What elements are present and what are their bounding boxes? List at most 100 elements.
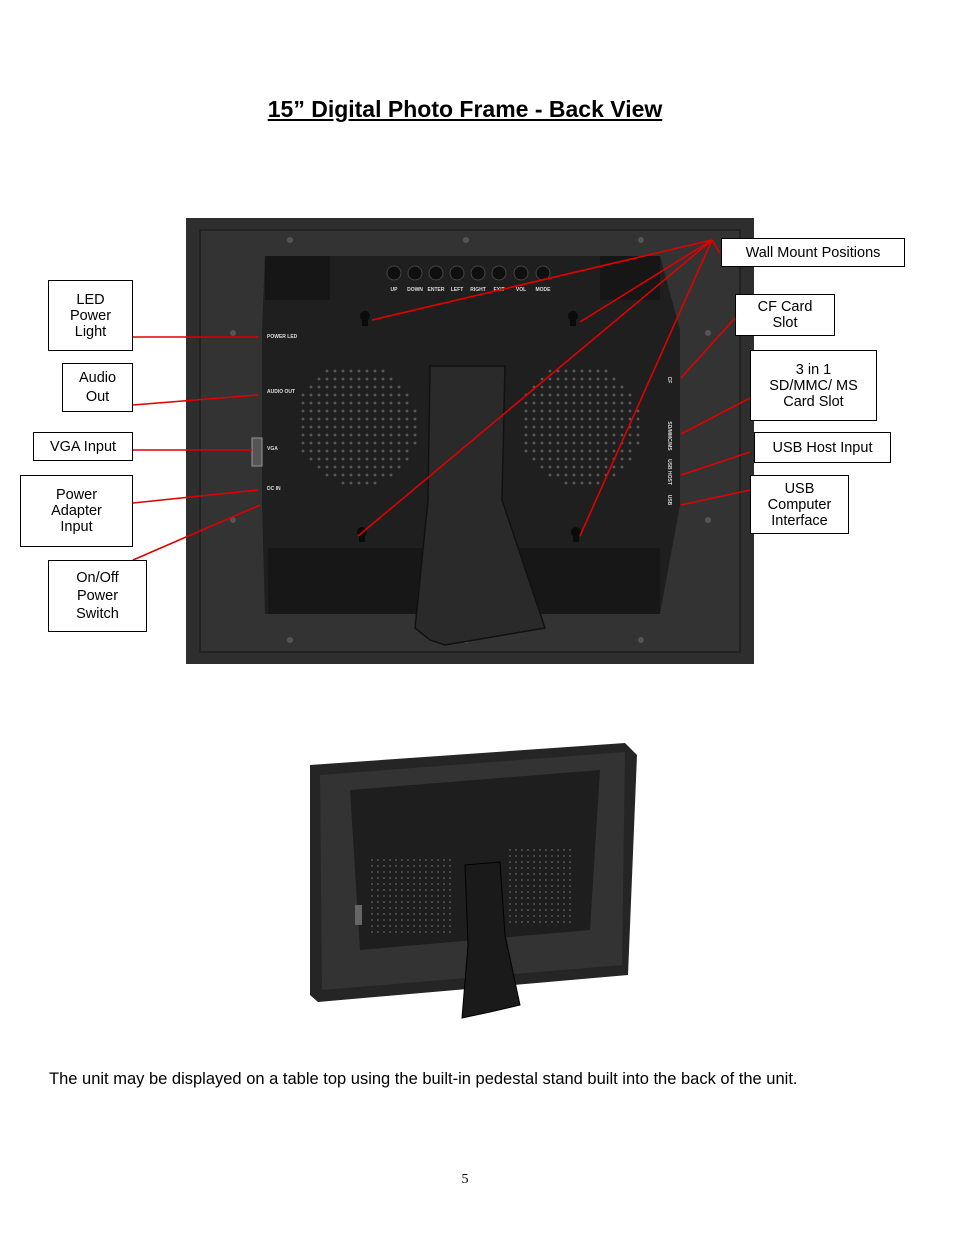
grille-hole (515, 879, 517, 881)
grille-hole (588, 433, 592, 437)
grille-hole (596, 481, 600, 485)
grille-hole (419, 883, 421, 885)
grille-hole (389, 465, 393, 469)
grille-hole (371, 913, 373, 915)
grille-hole (443, 919, 445, 921)
grille-hole (365, 449, 369, 453)
grille-hole (509, 861, 511, 863)
grille-hole (357, 377, 361, 381)
grille-hole (612, 441, 616, 445)
grille-hole (539, 897, 541, 899)
grille-hole (515, 909, 517, 911)
callout-audio-out: Audio Out (62, 363, 133, 412)
grille-hole (628, 433, 632, 437)
grille-hole (383, 871, 385, 873)
grille-hole (515, 885, 517, 887)
grille-hole (509, 915, 511, 917)
grille-hole (548, 409, 552, 413)
grille-hole (407, 919, 409, 921)
grille-hole (341, 393, 345, 397)
callout-led-power-light: LED Power Light (48, 280, 133, 351)
grille-hole (557, 873, 559, 875)
grille-hole (357, 473, 361, 477)
grille-hole (349, 385, 353, 389)
grille-hole (588, 425, 592, 429)
grille-hole (341, 417, 345, 421)
grille-hole (521, 891, 523, 893)
grille-hole (413, 895, 415, 897)
callout-wall-mount-positions: Wall Mount Positions (721, 238, 905, 267)
grille-hole (383, 925, 385, 927)
grille-hole (515, 903, 517, 905)
grille-hole (431, 907, 433, 909)
grille-hole (515, 915, 517, 917)
grille-hole (569, 885, 571, 887)
grille-hole (317, 441, 321, 445)
grille-hole (309, 441, 313, 445)
grille-hole (572, 409, 576, 413)
grille-hole (333, 473, 337, 477)
grille-hole (365, 385, 369, 389)
grille-hole (572, 369, 576, 373)
grille-hole (443, 931, 445, 933)
grille-hole (548, 465, 552, 469)
grille-hole (373, 401, 377, 405)
grille-hole (532, 409, 536, 413)
grille-hole (557, 891, 559, 893)
grille-hole (569, 867, 571, 869)
grille-hole (341, 369, 345, 373)
grille-hole (365, 369, 369, 373)
speaker-grille-right (524, 369, 640, 485)
grille-hole (596, 393, 600, 397)
grille-hole (407, 877, 409, 879)
grille-hole (604, 441, 608, 445)
grille-hole (572, 433, 576, 437)
grille-hole (588, 409, 592, 413)
grille-hole (572, 473, 576, 477)
grille-hole (551, 903, 553, 905)
grille-hole (628, 417, 632, 421)
grille-hole (371, 925, 373, 927)
grille-hole (604, 449, 608, 453)
grille-hole (371, 877, 373, 879)
callout-onoff-power-switch: On/Off Power Switch (48, 560, 147, 632)
grille-hole (357, 417, 361, 421)
grille-hole (325, 369, 329, 373)
grille-hole (540, 433, 544, 437)
grille-hole (397, 449, 401, 453)
grille-hole (521, 861, 523, 863)
device-button-label: ENTER (428, 287, 445, 293)
grille-hole (509, 903, 511, 905)
callout-text: 3 in 1 (795, 361, 832, 378)
grille-hole (373, 449, 377, 453)
grille-hole (557, 861, 559, 863)
grille-hole (309, 425, 313, 429)
grille-hole (545, 909, 547, 911)
grille-hole (612, 401, 616, 405)
grille-hole (524, 449, 528, 453)
grille-hole (407, 865, 409, 867)
grille-hole (395, 901, 397, 903)
grille-hole (628, 393, 632, 397)
grille-hole (539, 915, 541, 917)
grille-hole (333, 425, 337, 429)
grille-hole (596, 457, 600, 461)
grille-hole (628, 441, 632, 445)
grille-hole (373, 377, 377, 381)
grille-hole (604, 457, 608, 461)
grille-hole (373, 441, 377, 445)
grille-hole (515, 867, 517, 869)
grille-hole (443, 889, 445, 891)
grille-hole (317, 433, 321, 437)
grille-hole (524, 417, 528, 421)
grille-hole (413, 433, 417, 437)
grille-hole (539, 903, 541, 905)
grille-hole (301, 449, 305, 453)
grille-hole (431, 913, 433, 915)
grille-hole (413, 901, 415, 903)
grille-hole (401, 913, 403, 915)
caption-text: The unit may be displayed on a table top… (49, 1070, 798, 1088)
grille-hole (419, 889, 421, 891)
grille-hole (437, 895, 439, 897)
grille-hole (349, 409, 353, 413)
